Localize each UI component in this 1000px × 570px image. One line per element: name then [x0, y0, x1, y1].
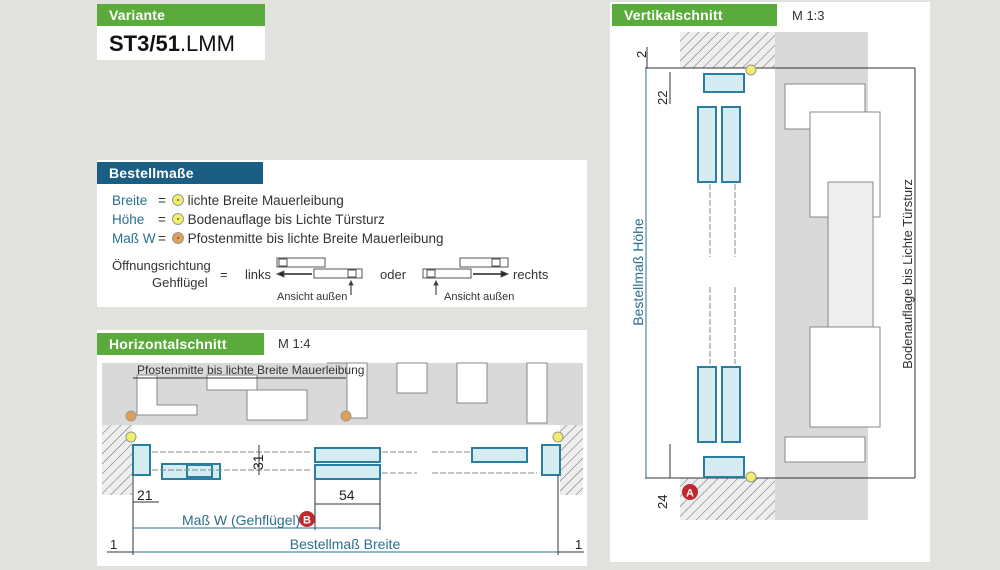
dim-54: 54 [339, 487, 355, 503]
row-breite: Breite = lichte Breite Mauerleibung [112, 193, 344, 208]
yellow-dot-icon [552, 431, 564, 443]
sliding-left-icon [275, 257, 363, 295]
orange-dot-icon [171, 232, 184, 244]
variante-header: Variante [97, 4, 265, 26]
horizontal-section-panel: Horizontalschnitt M 1:4 Pfostenmitte bis… [97, 330, 587, 566]
dim-1-right: 1 [575, 537, 582, 552]
marker-a [682, 484, 698, 500]
equals: = [158, 212, 166, 227]
marker-b-label: B [303, 515, 311, 527]
wall-top [680, 32, 775, 68]
horizontal-scale: M 1:4 [278, 336, 311, 351]
yellow-dot-icon [171, 213, 184, 225]
horizontal-section-drawing: Pfostenmitte bis lichte Breite Mauerleib… [102, 362, 584, 555]
dim-1-left: 1 [110, 537, 117, 552]
vertical-section-panel: Vertikalschnitt M 1:3 2 22 24 Bes [610, 2, 930, 562]
dim-2: 2 [634, 51, 649, 58]
glass-lines [709, 184, 736, 364]
variante-box: ST3/51.LMM [97, 26, 265, 60]
dim-24: 24 [655, 495, 670, 509]
equals: = [158, 231, 166, 246]
orange-dot-icon [340, 410, 352, 422]
top-dimension-label: Pfostenmitte bis lichte Breite Mauerleib… [137, 363, 364, 377]
row-mass-w: Maß W= Pfostenmitte bis lichte Breite Ma… [112, 231, 444, 246]
orange-dot-icon [125, 410, 137, 422]
yellow-dot-icon [745, 64, 757, 76]
bodenauflage-label: Bodenauflage bis Lichte Türsturz [900, 179, 915, 369]
aluminium-profiles [697, 73, 745, 478]
row-hoehe: Höhe = Bodenauflage bis Lichte Türsturz [112, 212, 385, 227]
horizontal-header: Horizontalschnitt [97, 333, 264, 355]
aluminium-profiles [132, 444, 561, 480]
variant-code-bold: ST3/51 [109, 31, 180, 56]
variant-code-suffix: .LMM [179, 31, 235, 56]
label-breite: Breite [112, 193, 148, 208]
bestellmass-breite-label: Bestellmaß Breite [290, 536, 401, 552]
marker-a-label: A [686, 488, 694, 500]
variant-code: ST3/51.LMM [109, 31, 235, 57]
door-frame-profiles [784, 83, 881, 463]
view-outside-label: Ansicht außen [277, 291, 347, 303]
dim-31: 31 [250, 454, 266, 470]
label-links: links [245, 267, 272, 282]
wall-bottom [680, 478, 775, 520]
text-breite: lichte Breite Mauerleibung [187, 193, 344, 208]
label-hoehe: Höhe [112, 212, 145, 227]
glass-lines [152, 451, 537, 474]
door-frame-profiles [136, 362, 548, 424]
equals: = [220, 267, 228, 282]
opening-label-2: Gehflügel [152, 275, 208, 290]
label-rechts: rechts [513, 267, 549, 282]
label-oder: oder [380, 267, 407, 282]
sliding-right-icon [422, 257, 510, 295]
bestellmasse-header: Bestellmaße [97, 162, 263, 184]
text-mass-w: Pfostenmitte bis lichte Breite Mauerleib… [187, 231, 444, 246]
opening-direction-diagram: Öffnungsrichtung Gehflügel = links Ansic… [112, 257, 549, 303]
vertical-section-drawing: 2 22 24 Bestellmaß Höhe Bodenauflage bis… [630, 32, 916, 520]
opening-label: Öffnungsrichtung [112, 258, 211, 273]
yellow-dot-icon [125, 431, 137, 443]
equals: = [158, 193, 166, 208]
marker-b [299, 511, 315, 527]
view-outside-label-2: Ansicht außen [444, 291, 514, 303]
bestellmasse-panel: Bestellmaße Breite = lichte Breite Mauerl… [97, 160, 587, 307]
vertical-header: Vertikalschnitt [612, 4, 777, 26]
text-hoehe: Bodenauflage bis Lichte Türsturz [187, 212, 385, 227]
vertical-scale: M 1:3 [792, 8, 825, 23]
dim-22: 22 [655, 91, 670, 105]
mass-w-label: Maß W (Gehflügel) [182, 512, 300, 528]
yellow-dot-icon [171, 194, 184, 206]
wall-right [560, 425, 583, 495]
dim-21: 21 [137, 487, 153, 503]
label-mass-w: Maß W [112, 231, 156, 246]
yellow-dot-icon [745, 471, 757, 483]
bestellmass-hoehe-label: Bestellmaß Höhe [630, 218, 646, 326]
